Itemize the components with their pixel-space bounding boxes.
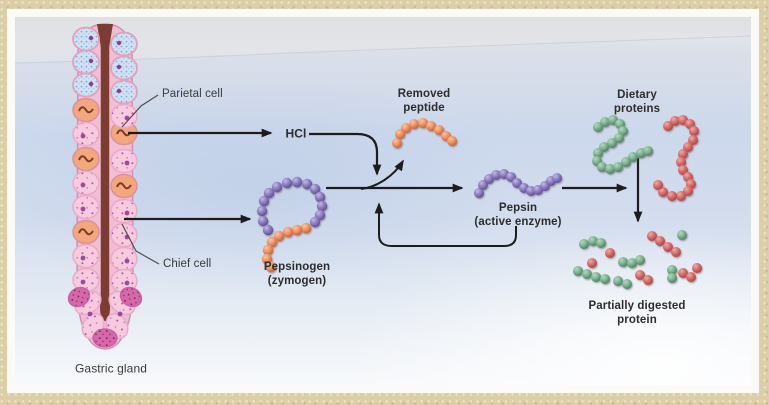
removed-peptide-label-line1: Removed — [397, 87, 451, 100]
hcl-label: HCl — [285, 126, 307, 141]
partially-digested-label-line2: protein — [617, 314, 657, 326]
pepsin-label-line1: Pepsin — [498, 201, 538, 214]
pepsinogen-label-line1: Pepsinogen — [263, 260, 331, 273]
pepsin-label-line2: (active enzyme) — [474, 216, 562, 228]
partially-digested-label-line1: Partially digested — [588, 299, 686, 312]
partially-digested-label: Partially digested protein — [588, 299, 685, 327]
pepsinogen-label: Pepsinogen (zymogen) — [264, 260, 330, 288]
pepsinogen-label-line2: (zymogen) — [267, 275, 327, 287]
pepsin-label: Pepsin (active enzyme) — [474, 201, 561, 229]
parietal-cell-label: Parietal cell — [162, 87, 223, 100]
diagram-background — [15, 17, 751, 385]
dietary-proteins-label: Dietary proteins — [614, 88, 660, 116]
chief-cell-label: Chief cell — [163, 257, 212, 270]
gastric-gland-label: Gastric gland — [75, 361, 147, 376]
dietary-proteins-label-line1: Dietary — [617, 88, 657, 101]
removed-peptide-label-line2: peptide — [403, 102, 445, 114]
removed-peptide-label: Removed peptide — [398, 87, 450, 115]
dietary-proteins-label-line2: proteins — [613, 103, 661, 115]
